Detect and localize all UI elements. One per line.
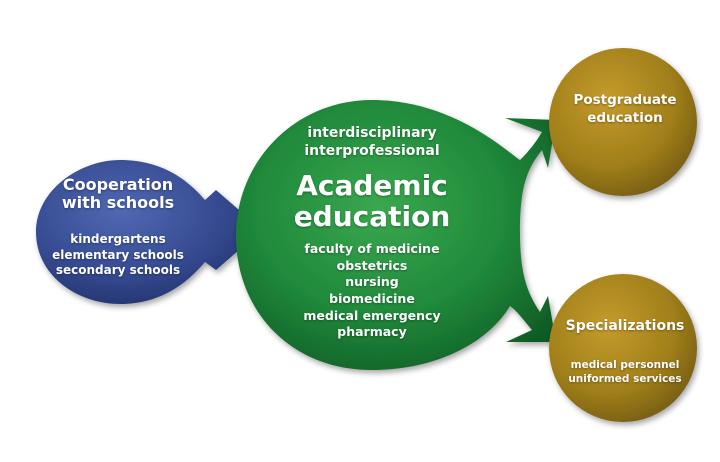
left-node-title-line: with schools bbox=[61, 193, 175, 213]
center-node-item: obstetrics bbox=[336, 257, 408, 273]
top-right-node-title-line: education bbox=[587, 109, 663, 126]
left-node-item: kindergartens bbox=[70, 232, 166, 246]
bottom-right-node-item: uniformed services bbox=[568, 373, 682, 386]
center-node-items: faculty of medicine obstetrics nursing b… bbox=[272, 241, 472, 341]
center-node-top-item: interdisciplinary bbox=[307, 125, 437, 141]
center-node-item: pharmacy bbox=[337, 324, 407, 340]
center-node-top-items: interdisciplinary interprofessional bbox=[272, 124, 472, 160]
left-node-title-line: Cooperation bbox=[62, 175, 174, 194]
center-node-item: nursing bbox=[345, 274, 399, 290]
center-node-item: biomedicine bbox=[329, 290, 415, 306]
center-node-item: medical emergency bbox=[303, 307, 441, 323]
center-node-title-line: Academic bbox=[296, 169, 448, 202]
center-node-title-line: education bbox=[293, 200, 451, 234]
bottom-right-node-items: medical personnel uniformed services bbox=[540, 358, 710, 386]
bottom-right-node-title: Specializations bbox=[565, 318, 685, 334]
center-node-top-item: interprofessional bbox=[304, 143, 440, 160]
top-right-node-title-line: Postgraduate bbox=[573, 92, 677, 108]
left-node-items: kindergartens elementary schools seconda… bbox=[38, 232, 198, 279]
left-node-item: secondary schools bbox=[55, 263, 181, 278]
bottom-right-node-shape bbox=[549, 274, 697, 422]
left-node-shape bbox=[36, 160, 262, 304]
center-node-item: faculty of medicine bbox=[304, 241, 440, 256]
center-node-title: Academic education bbox=[262, 170, 482, 233]
top-right-node-shape bbox=[549, 48, 697, 196]
left-node-title: Cooperation with schools bbox=[38, 175, 198, 213]
left-node-item: elementary schools bbox=[52, 247, 184, 262]
top-right-node-title: Postgraduate education bbox=[540, 92, 710, 127]
center-node-shape bbox=[236, 100, 556, 370]
bottom-right-node-item: medical personnel bbox=[570, 359, 680, 371]
